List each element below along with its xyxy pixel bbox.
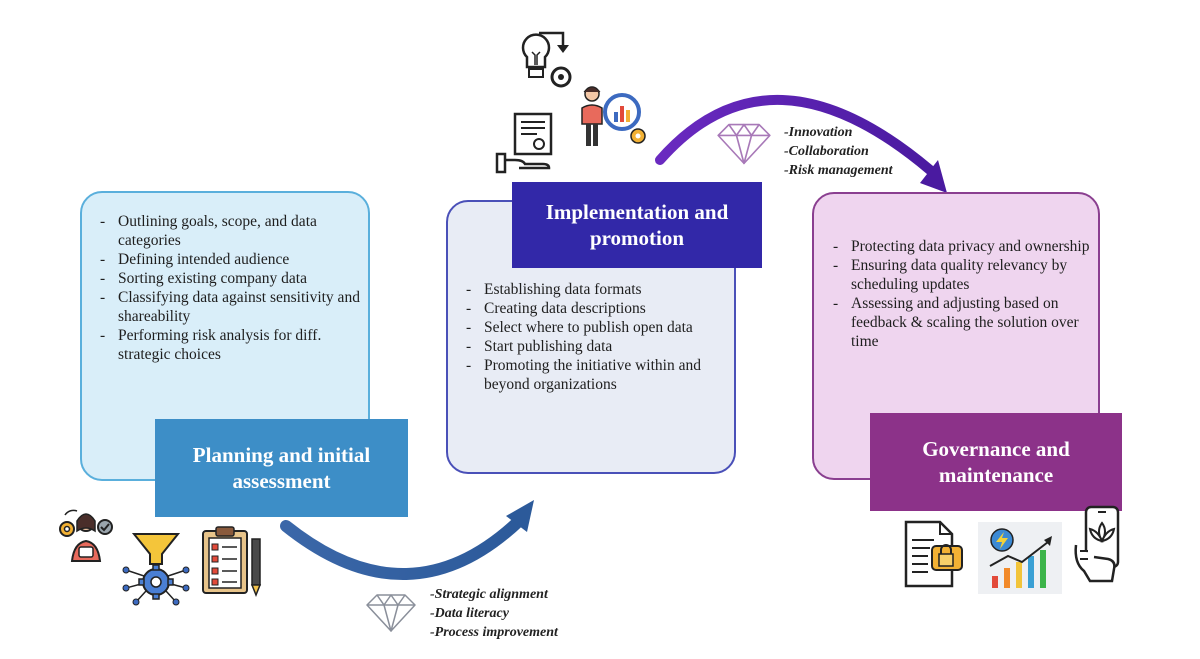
- governance-list: Protecting data privacy and ownership En…: [831, 237, 1093, 351]
- person-gears-icon: [59, 509, 113, 562]
- presenter-chart-icon: [581, 86, 646, 146]
- checklist-icon: [202, 526, 262, 597]
- value-item: -Data literacy: [430, 606, 509, 621]
- list-item: Promoting the initiative within and beyo…: [464, 356, 726, 394]
- arrow-planning-to-implementation: [280, 514, 526, 580]
- list-item: Protecting data privacy and ownership: [831, 237, 1093, 256]
- funnel-gear-icon: [122, 533, 190, 606]
- arrow-head-1: [506, 500, 534, 532]
- document-hand-icon: [495, 112, 553, 174]
- list-item: Defining intended audience: [98, 250, 363, 269]
- planning-title: Planning and initial assessment: [155, 419, 408, 517]
- list-item: Ensuring data quality relevancy by sched…: [831, 256, 1093, 294]
- values-list-1: -Strategic alignment -Data literacy -Pro…: [430, 585, 558, 642]
- growth-chart-icon: [978, 522, 1062, 594]
- list-item: Performing risk analysis for diff. strat…: [98, 326, 363, 364]
- lightbulb-gear-icon: [521, 31, 572, 88]
- governance-title: Governance and maintenance: [870, 413, 1122, 511]
- list-item: Establishing data formats: [464, 280, 726, 299]
- list-item: Outlining goals, scope, and data categor…: [98, 212, 363, 250]
- list-item: Select where to publish open data: [464, 318, 726, 337]
- diamond-icon: [717, 123, 771, 165]
- implementation-list: Establishing data formats Creating data …: [464, 280, 726, 394]
- arrow-head-2: [920, 160, 947, 193]
- value-item: -Collaboration: [784, 144, 869, 159]
- list-item: Classifying data against sensitivity and…: [98, 288, 363, 326]
- list-item: Start publishing data: [464, 337, 726, 356]
- value-item: -Process improvement: [430, 625, 558, 640]
- mobile-lotus-icon: [1074, 505, 1120, 583]
- secure-document-icon: [904, 520, 963, 588]
- diamond-icon: [366, 594, 416, 632]
- value-item: -Strategic alignment: [430, 587, 548, 602]
- value-item: -Innovation: [784, 125, 853, 140]
- list-item: Creating data descriptions: [464, 299, 726, 318]
- planning-list: Outlining goals, scope, and data categor…: [98, 212, 363, 364]
- arrow-implementation-to-governance: [655, 94, 935, 175]
- list-item: Assessing and adjusting based on feedbac…: [831, 294, 1093, 351]
- values-list-2: -Innovation -Collaboration -Risk managem…: [784, 123, 893, 180]
- list-item: Sorting existing company data: [98, 269, 363, 288]
- implementation-title: Implementation and promotion: [512, 182, 762, 268]
- value-item: -Risk management: [784, 163, 893, 178]
